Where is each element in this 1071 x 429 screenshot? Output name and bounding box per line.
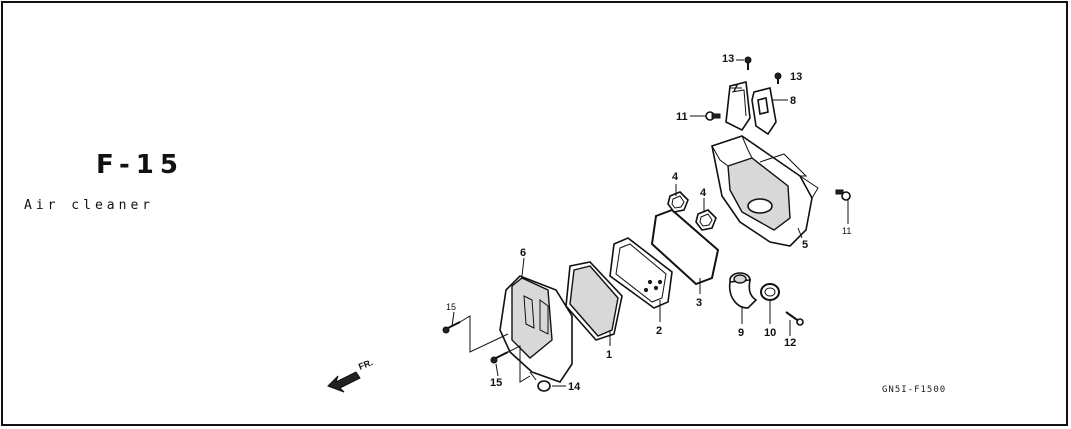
callout-4a: 4 (672, 171, 679, 183)
part-element-holder (609, 237, 673, 309)
direction-arrow-icon (327, 371, 361, 393)
callout-11b: 11 (842, 226, 851, 236)
part-joint-8 (751, 87, 777, 136)
part-screw-13a (744, 56, 752, 70)
front-direction-indicator: FR. (327, 357, 374, 393)
callout-15a: 15 (446, 302, 456, 312)
callout-3: 3 (696, 297, 702, 309)
callout-8: 8 (790, 95, 796, 107)
callout-2: 2 (656, 325, 662, 337)
direction-label: FR. (357, 357, 374, 372)
part-connecting-tube (728, 272, 758, 309)
callout-7: 7 (732, 83, 738, 95)
part-screw-11b (835, 189, 851, 201)
figure-title: Air cleaner (24, 198, 155, 213)
part-cover (499, 275, 573, 383)
callout-11a: 11 (676, 111, 688, 123)
part-tube-clamp (760, 283, 780, 301)
callout-1: 1 (606, 349, 612, 361)
part-screw-13b (774, 72, 782, 84)
part-screw-15b (490, 351, 509, 364)
part-bolt-12 (785, 311, 804, 326)
alignment-lines (459, 315, 531, 383)
callout-5: 5 (802, 239, 808, 251)
callout-4b: 4 (700, 187, 707, 199)
callout-14: 14 (568, 381, 581, 393)
callout-10: 10 (764, 327, 776, 339)
figure-code: F-15 (96, 150, 184, 180)
part-screw-11a (705, 111, 721, 121)
callout-labels: 1 2 3 4 4 5 6 7 8 9 10 11 11 12 13 13 14… (446, 53, 851, 393)
part-seal-b (695, 209, 717, 231)
part-filter-element (565, 261, 623, 341)
callout-15b: 15 (490, 377, 502, 389)
part-nut-14 (537, 380, 551, 392)
part-seal-a (667, 191, 689, 213)
reference-code: GN5I-F1500 (882, 385, 947, 395)
callout-6: 6 (520, 247, 526, 259)
leader-lines (451, 59, 849, 387)
callout-12: 12 (784, 337, 796, 349)
callout-13b: 13 (790, 71, 802, 83)
callout-9: 9 (738, 327, 744, 339)
part-screw-15a (442, 321, 461, 334)
part-joint-7 (725, 81, 751, 132)
callout-13a: 13 (722, 53, 734, 65)
part-case (711, 135, 819, 247)
